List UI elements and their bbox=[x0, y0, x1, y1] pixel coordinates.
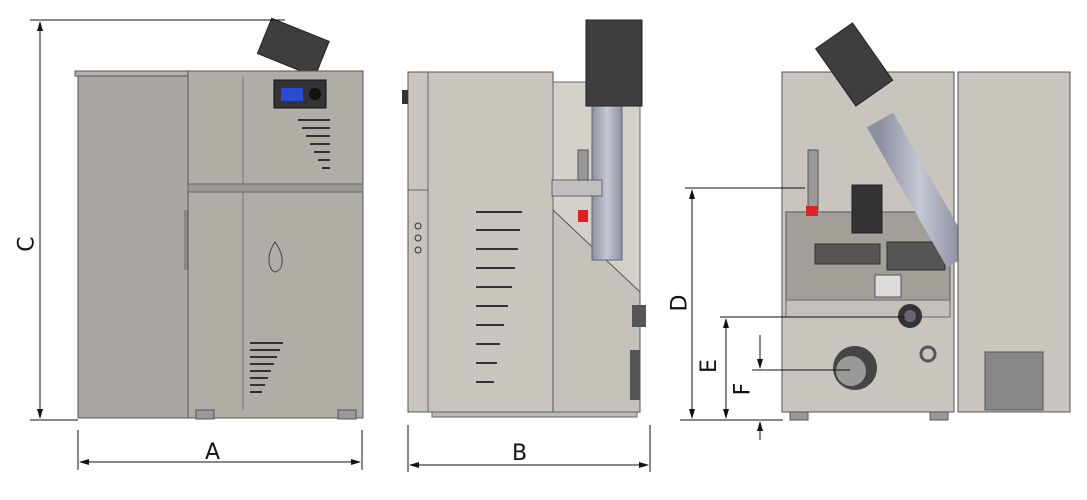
rear-view bbox=[781, 22, 1071, 421]
vent-grille bbox=[984, 351, 1044, 411]
dimension-lines bbox=[30, 19, 905, 472]
feeder-motor bbox=[585, 19, 643, 107]
dimension-label-e: E bbox=[696, 359, 722, 373]
front-view bbox=[74, 17, 364, 420]
hopper-side-panel bbox=[77, 75, 189, 419]
pellet-feeder bbox=[256, 17, 330, 78]
dimension-label-c: C bbox=[14, 236, 40, 252]
side-view bbox=[402, 19, 646, 418]
dimension-label-d: D bbox=[667, 294, 693, 312]
flame-logo-icon bbox=[268, 241, 283, 273]
dimension-label-f: F bbox=[730, 382, 756, 396]
dimension-label-b: B bbox=[512, 441, 528, 466]
boiler-front bbox=[187, 70, 364, 419]
dimension-label-a: A bbox=[205, 440, 221, 465]
